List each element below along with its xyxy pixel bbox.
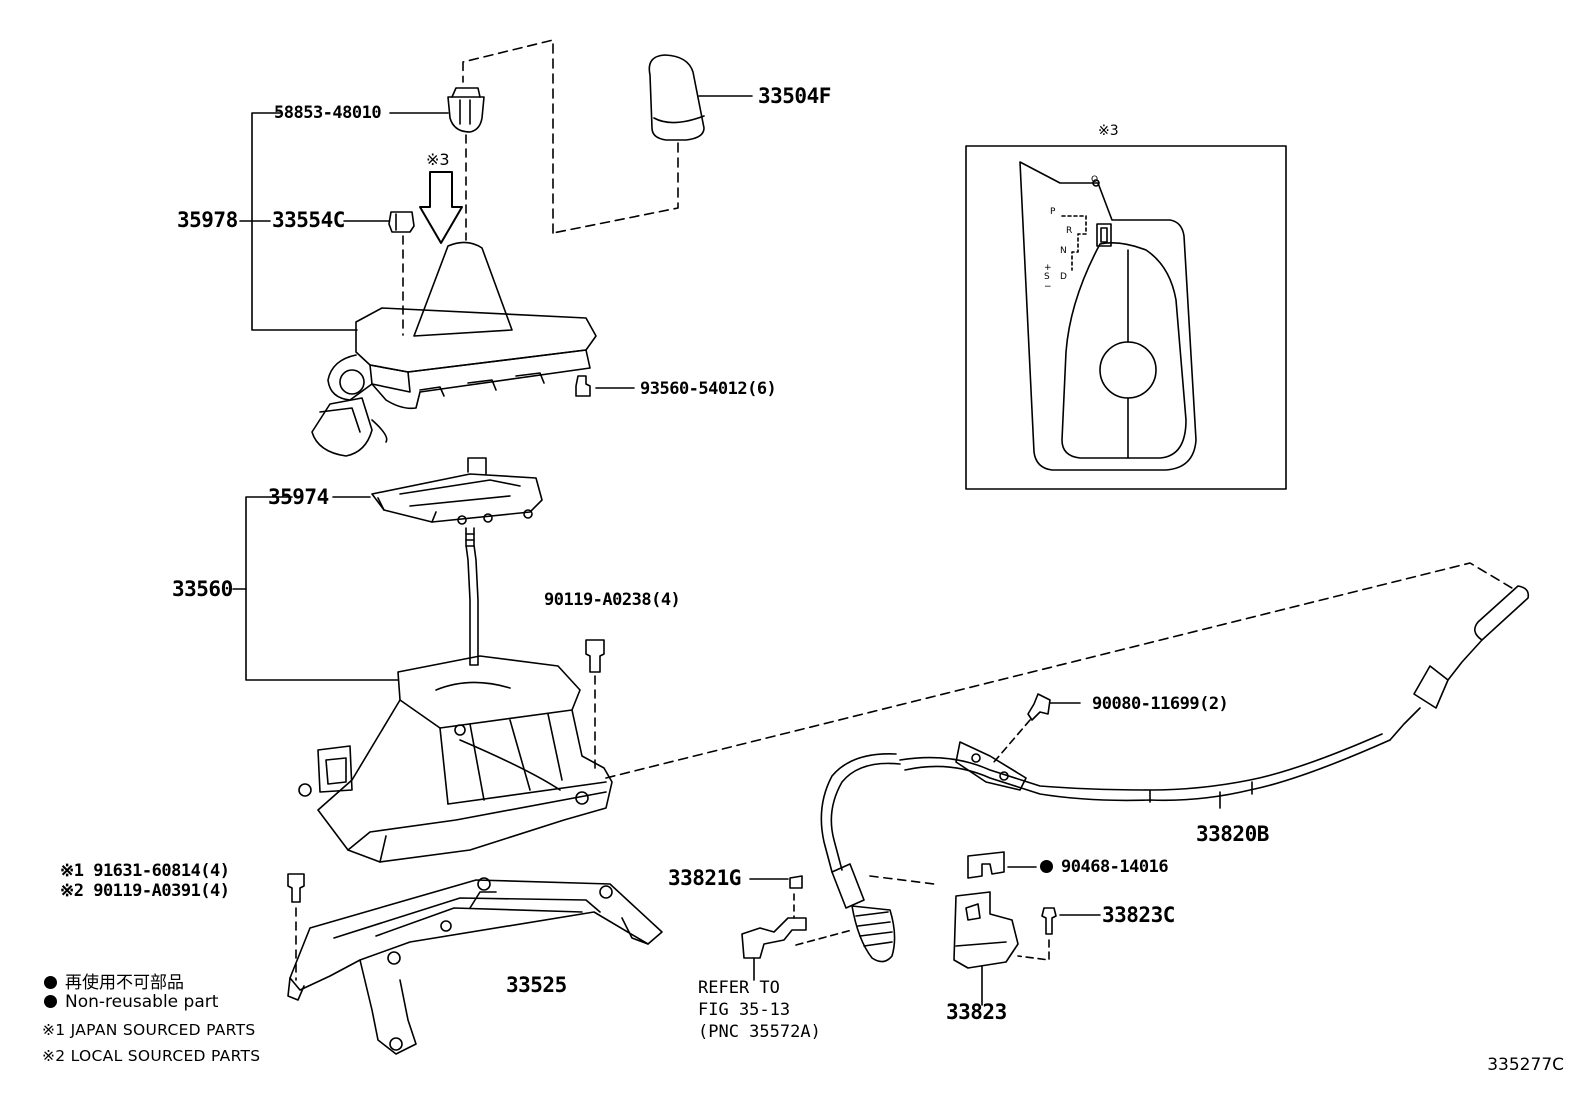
part-label-90468-14016: 90468-14016 xyxy=(1040,857,1169,877)
part-label-33823C: 33823C xyxy=(1102,903,1175,927)
bolt-91631-drawing xyxy=(287,873,305,903)
bolt-90119-a0238-drawing xyxy=(585,639,605,673)
shift-panel-drawing xyxy=(1019,161,1197,471)
bolt-33823c-drawing xyxy=(1041,907,1057,935)
shift-pos-p: P xyxy=(1050,207,1056,217)
shift-pos-o: O xyxy=(1091,175,1099,185)
bracket-33821G-drawing xyxy=(741,875,807,959)
bolt-90080-drawing xyxy=(1027,693,1051,721)
inset-frame xyxy=(965,145,1287,490)
shift-boot-drawing xyxy=(311,241,597,457)
shift-pos-s: S xyxy=(1044,272,1050,282)
shift-knob-drawing xyxy=(648,54,705,141)
legend-dot-icon xyxy=(44,995,57,1008)
legend-note-2: ※2 LOCAL SOURCED PARTS xyxy=(42,1047,261,1065)
part-label-93560-54012: 93560-54012(6) xyxy=(640,379,777,399)
base-bracket-33525-drawing xyxy=(287,877,663,1055)
part-label-33504F: 33504F xyxy=(758,84,831,108)
part-label-33560: 33560 xyxy=(172,577,233,601)
part-label-33525: 33525 xyxy=(506,973,567,997)
inset-title: ※3 xyxy=(1098,123,1119,139)
bolt-93560-drawing xyxy=(575,375,591,397)
refer-to-line1: REFER TO xyxy=(698,978,780,998)
legend-jp-text: 再使用不可部品 xyxy=(65,973,184,993)
indicator-35974-drawing xyxy=(371,457,543,525)
legend-dot-icon xyxy=(44,976,57,989)
clip-58853-drawing xyxy=(447,87,485,133)
refer-to-line2: FIG 35-13 xyxy=(698,1000,791,1020)
shift-pos-r: R xyxy=(1066,226,1073,236)
part-label-33823: 33823 xyxy=(946,1000,1007,1024)
shift-assembly-33560-drawing xyxy=(298,655,613,863)
clip-33554C-drawing xyxy=(388,211,415,233)
non-reusable-dot-icon xyxy=(1040,860,1053,873)
part-label-33820B: 33820B xyxy=(1196,822,1269,846)
part-label-90119-A0391: ※2 90119-A0391(4) xyxy=(60,881,230,901)
shift-lever-rod-drawing xyxy=(465,527,479,666)
legend-note-1: ※1 JAPAN SOURCED PARTS xyxy=(42,1021,256,1039)
shift-pos-plus: + xyxy=(1044,263,1052,273)
shift-cable-33820B-drawing xyxy=(820,585,1530,963)
part-label-58853-48010: 58853-48010 xyxy=(274,103,382,123)
legend-jp: 再使用不可部品 xyxy=(44,968,184,993)
part-label-33554C: 33554C xyxy=(272,208,345,232)
figure-id: 335277C xyxy=(1487,1055,1564,1075)
shift-pos-d: D xyxy=(1060,272,1067,282)
refer-to-line3: (PNC 35572A) xyxy=(698,1022,821,1042)
part-label-90119-A0238: 90119-A0238(4) xyxy=(544,590,681,610)
part-label-90468-14016-text: 90468-14016 xyxy=(1061,857,1169,877)
clip-90468-drawing xyxy=(967,851,1005,879)
legend-en-text: Non-reusable part xyxy=(65,992,219,1012)
shift-pos-minus: − xyxy=(1044,282,1052,292)
part-label-35974: 35974 xyxy=(268,485,329,509)
part-label-33821G: 33821G xyxy=(668,866,741,890)
note-mark-3: ※3 xyxy=(426,150,450,169)
part-label-90080-11699: 90080-11699(2) xyxy=(1092,694,1229,714)
legend-en: Non-reusable part xyxy=(44,992,218,1012)
shift-pos-n: N xyxy=(1060,246,1067,256)
part-label-91631-60814: ※1 91631-60814(4) xyxy=(60,861,230,881)
bracket-33823-drawing xyxy=(953,891,1019,969)
part-label-35978: 35978 xyxy=(177,208,238,232)
